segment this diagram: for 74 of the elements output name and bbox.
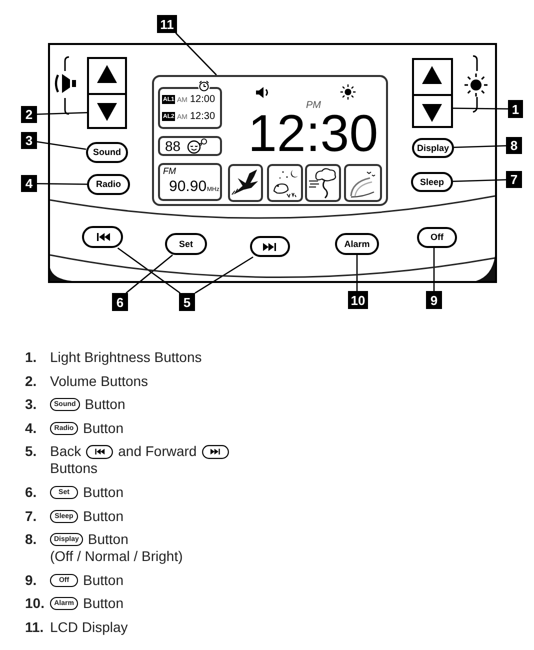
list-number: 8. [25, 531, 37, 548]
list-number: 4. [25, 420, 37, 436]
list-item-text: Button [88, 531, 128, 548]
oval-key: Sleep [411, 172, 453, 192]
leader-line [117, 247, 180, 294]
bird-picture-tile [228, 164, 263, 202]
callout-number: 5 [179, 293, 195, 311]
list-item-text: Button [84, 396, 126, 414]
list-item-text: (Off / Normal / Bright) [50, 548, 183, 566]
list-number: 2. [25, 372, 37, 389]
list-number: 9. [25, 572, 37, 588]
timer-digits: 88 [165, 139, 181, 153]
leader-line [194, 256, 254, 294]
list-item-text: Button [83, 420, 124, 437]
oval-key: Off [417, 227, 457, 248]
oval-key: Alarm [335, 233, 379, 255]
oval-key: Set [165, 233, 207, 255]
leader-line [356, 255, 358, 291]
lcd-screen [152, 75, 388, 206]
leader-line [175, 32, 217, 76]
list-item-text: Button [83, 484, 124, 501]
oval-key: Sound [86, 142, 128, 163]
wave-picture-tile [344, 164, 382, 202]
list-item-text: Button [83, 572, 124, 589]
callout-number: 11 [157, 15, 177, 33]
leader-line [36, 112, 88, 115]
list-number: 7. [25, 508, 37, 524]
list-number: 6. [25, 484, 37, 500]
rocker-switch [412, 58, 453, 128]
frog-night-picture-tile [267, 164, 303, 202]
oval-key: Radio [87, 174, 130, 195]
alarm-time: 12:00 [190, 95, 216, 105]
alarm-time: 12:30 [190, 112, 216, 122]
oval-key [82, 226, 123, 248]
leader-line [433, 248, 435, 291]
callout-number: 6 [112, 293, 128, 311]
list-item-text: Buttons [50, 460, 98, 478]
oval-key [250, 236, 290, 257]
list-number: 11. [25, 618, 44, 635]
callout-number: 1 [508, 100, 523, 118]
callout-number: 7 [506, 171, 522, 188]
leader-line [454, 145, 506, 148]
list-item-text: Button [83, 508, 124, 525]
list-item-text: Light Brightness Buttons [50, 349, 202, 366]
clock-radio-body [48, 43, 497, 283]
callout-number: 8 [506, 137, 522, 154]
radio-frequency-panel [158, 163, 222, 201]
callout-number: 10 [348, 291, 368, 309]
leader-line [37, 182, 87, 185]
frequency-readout: 90.90 [169, 179, 207, 194]
oval-key: Display [412, 138, 454, 158]
time-readout: 12:30 [248, 114, 378, 156]
callout-number: 4 [21, 175, 37, 192]
list-item-text: Back [50, 443, 82, 460]
list-item-text: Volume Buttons [50, 372, 148, 390]
leader-line [126, 254, 173, 294]
list-number: 1. [25, 349, 37, 365]
leader-line [36, 141, 86, 150]
sleep-timer-panel [158, 136, 222, 156]
callout-number: 3 [21, 132, 37, 149]
windy-tree-picture-tile [305, 164, 341, 202]
rocker-switch [87, 57, 127, 129]
callout-number: 2 [21, 106, 37, 123]
list-item-text: Button [83, 595, 124, 612]
list-item-text: and Forward [118, 443, 197, 460]
list-number: 5. [25, 443, 37, 460]
band-label: FM [163, 167, 176, 176]
pm-indicator: PM [306, 101, 321, 111]
callout-number: 9 [426, 291, 442, 309]
leader-line [453, 108, 508, 110]
list-item-text: LCD Display [50, 618, 128, 636]
leader-line [452, 179, 506, 182]
list-number: 3. [25, 396, 37, 412]
list-number: 10. [25, 595, 44, 612]
